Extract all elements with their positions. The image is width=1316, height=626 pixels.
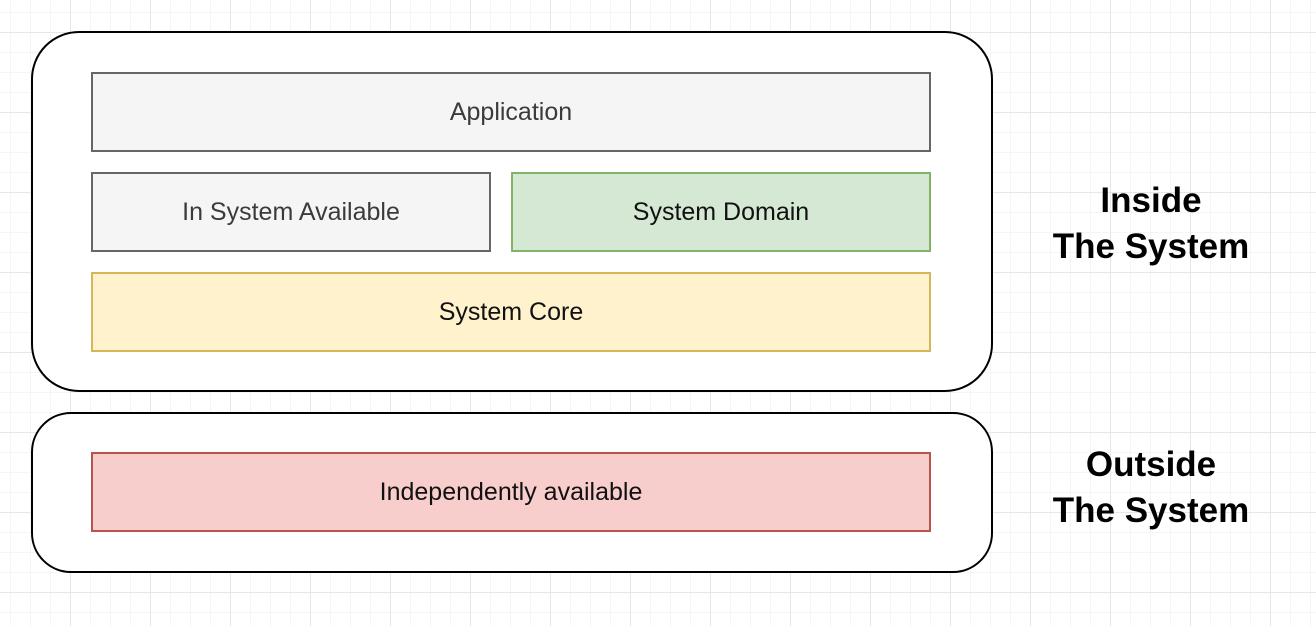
system-core-label: System Core	[438, 298, 584, 326]
outside-title-line2: The System	[1052, 491, 1250, 530]
inside-the-system-title: Inside The System	[991, 178, 1311, 270]
system-domain-label: System Domain	[632, 198, 810, 226]
application-label: Application	[449, 98, 573, 126]
inside-title-line1: Inside	[1100, 181, 1202, 220]
inside-title-line2: The System	[1052, 227, 1250, 266]
outside-the-system-container[interactable]: Independently available	[31, 412, 993, 573]
independently-available-box[interactable]: Independently available	[91, 452, 931, 532]
inside-the-system-container[interactable]: Application In System Available System D…	[31, 31, 993, 392]
system-core-box[interactable]: System Core	[91, 272, 931, 352]
application-box[interactable]: Application	[91, 72, 931, 152]
independently-available-label: Independently available	[379, 478, 643, 506]
in-system-available-box[interactable]: In System Available	[91, 172, 491, 252]
in-system-available-label: In System Available	[182, 198, 400, 226]
outside-the-system-title: Outside The System	[991, 442, 1311, 534]
system-domain-box[interactable]: System Domain	[511, 172, 931, 252]
outside-title-line1: Outside	[1085, 445, 1217, 484]
